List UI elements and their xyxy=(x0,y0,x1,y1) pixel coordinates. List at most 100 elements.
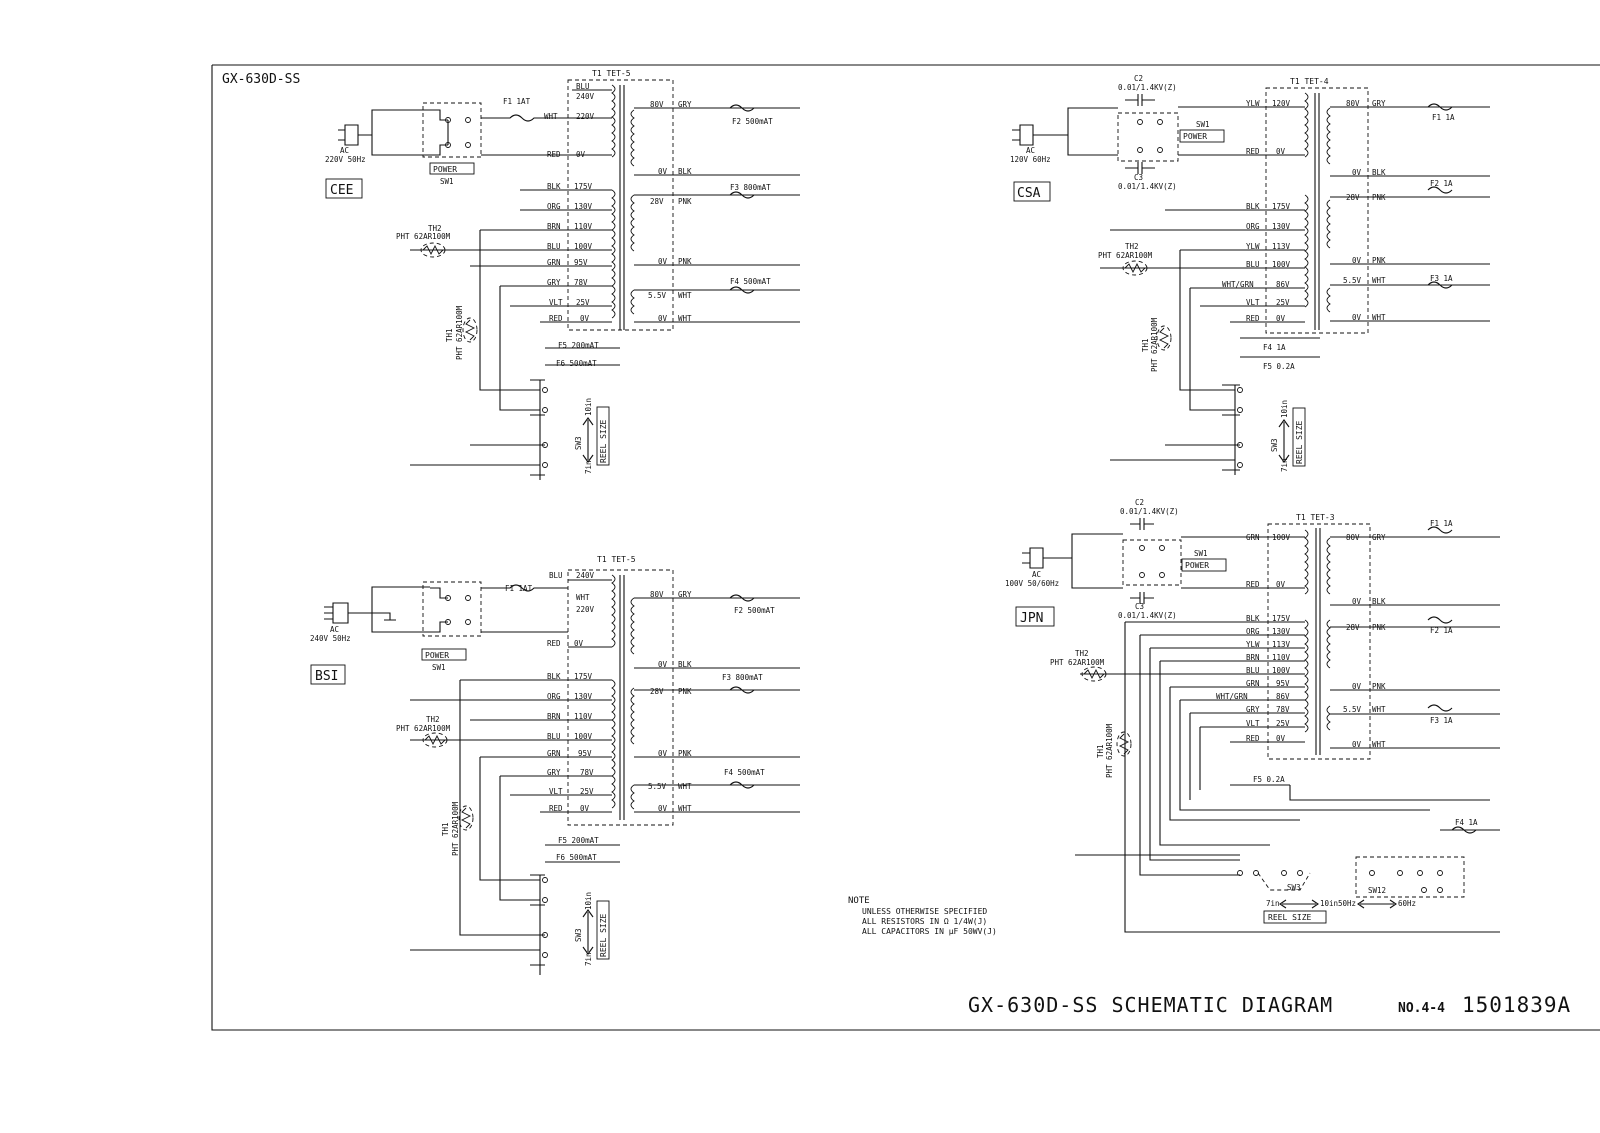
bsi-sec-wire-5: WHT xyxy=(678,804,692,813)
cee-section: AC 220V 50Hz POWER SW1 CEE F1 1AT T1 TET… xyxy=(325,69,800,480)
jpn-tap-volt-3: 110V xyxy=(1272,653,1291,662)
csa-tap-volt-0: 175V xyxy=(1272,202,1291,211)
region-csa: CSA xyxy=(1017,186,1041,201)
sw3-label: SW3 xyxy=(1287,883,1301,892)
bsi-tap-volt-2: 110V xyxy=(574,712,593,721)
cee-top-volt-0: 240V xyxy=(576,92,595,101)
cee-sec-volt-3: 0V xyxy=(658,257,668,266)
cee-sec-wire-0: GRY xyxy=(678,100,692,109)
bsi-fuse-f2: F2 500mAT xyxy=(734,606,775,615)
bsi-tap-wire-3: BLU xyxy=(547,732,561,741)
cee-tap-wire-1: ORG xyxy=(547,202,561,211)
jpn-sec-wire-5: WHT xyxy=(1372,740,1386,749)
ac-rating: 240V 50Hz xyxy=(310,634,351,643)
th1-label: TH1 xyxy=(1141,338,1150,352)
c2-label: C2 xyxy=(1135,498,1144,507)
csa-tap-volt-2: 113V xyxy=(1272,242,1291,251)
header-model: GX-630D-SS xyxy=(222,72,300,87)
reel-7in: 7in xyxy=(1266,899,1280,908)
th2-part: PHT 62AR100M xyxy=(1050,658,1105,667)
bsi-tap-list: BLK 175V ORG 130V BRN 110V BLU 100V GRN … xyxy=(410,672,612,813)
jpn-sec-wire-2: PNK xyxy=(1372,623,1386,632)
c2-value: 0.01/1.4KV(Z) xyxy=(1118,83,1177,92)
cee-top-wire-2: RED xyxy=(547,150,561,159)
cee-tap-volt-5: 78V xyxy=(574,278,588,287)
ac-label: AC xyxy=(1032,570,1041,579)
bsi-sec-volt-0: 80V xyxy=(650,590,664,599)
cee-tap-wire-3: BLU xyxy=(547,242,561,251)
cee-tap-wire-0: BLK xyxy=(547,182,561,191)
csa-tap-wire-5: VLT xyxy=(1246,298,1260,307)
ac-label: AC xyxy=(340,146,349,155)
bsi-tap-wire-5: GRY xyxy=(547,768,561,777)
power-label: POWER xyxy=(1183,132,1207,141)
th1-part: PHT 62AR100M xyxy=(451,801,460,856)
cee-sec-volt-4: 5.5V xyxy=(648,291,667,300)
jpn-section: AC 100V 50/60Hz C2 0.01/1.4KV(Z) C3 0.01… xyxy=(1005,498,1500,933)
jpn-tap-wire-0: BLK xyxy=(1246,614,1260,623)
bsi-tap-wire-6: VLT xyxy=(549,787,563,796)
cee-tap-volt-3: 100V xyxy=(574,242,593,251)
bsi-tap-wire-2: BRN xyxy=(547,712,561,721)
c3-value: 0.01/1.4KV(Z) xyxy=(1118,182,1177,191)
csa-top-wire-1: RED xyxy=(1246,147,1260,156)
power-label: POWER xyxy=(433,165,457,174)
cee-sec-wire-2: PNK xyxy=(678,197,692,206)
jpn-tap-volt-7: 78V xyxy=(1276,705,1290,714)
cee-top-volt-1: 220V xyxy=(576,112,595,121)
jpn-tap-wire-4: BLU xyxy=(1246,666,1260,675)
csa-tap-volt-6: 0V xyxy=(1276,314,1286,323)
cee-tap-volt-0: 175V xyxy=(574,182,593,191)
csa-tap-volt-1: 130V xyxy=(1272,222,1291,231)
jpn-sec-wire-1: BLK xyxy=(1372,597,1386,606)
note-line-1: ALL RESISTORS IN Ω 1/4W(J) xyxy=(862,917,987,926)
jpn-tap-wire-7: GRY xyxy=(1246,705,1260,714)
reel-10in: 10in xyxy=(1280,400,1289,418)
csa-fuse-f3: F3 1A xyxy=(1430,274,1453,283)
th2-label: TH2 xyxy=(426,715,440,724)
jpn-tap-volt-1: 130V xyxy=(1272,627,1291,636)
jpn-top-wire-0: GRN xyxy=(1246,533,1260,542)
jpn-fuse-f5: F5 0.2A xyxy=(1253,775,1285,784)
csa-sec-volt-1: 0V xyxy=(1352,168,1362,177)
th1-part: PHT 62AR100M xyxy=(1105,723,1114,778)
power-switch-sw1 xyxy=(1117,112,1179,162)
bsi-tap-wire-7: RED xyxy=(549,804,563,813)
th1-thermistor xyxy=(1116,731,1132,757)
bsi-sec-volt-2: 28V xyxy=(650,687,664,696)
note-block: NOTE UNLESS OTHERWISE SPECIFIED ALL RESI… xyxy=(848,896,997,936)
csa-tap-list: BLK 175V ORG 130V YLW 113V BLU 100V WHT/… xyxy=(1100,202,1305,323)
jpn-fuse-f3: F3 1A xyxy=(1430,716,1453,725)
bsi-sec-volt-4: 5.5V xyxy=(648,782,667,791)
th2-part: PHT 62AR100M xyxy=(1098,251,1153,260)
csa-sec-wire-0: GRY xyxy=(1372,99,1386,108)
csa-section: AC 120V 60Hz C2 0.01/1.4KV(Z) C3 0.01/1.… xyxy=(1010,74,1490,475)
jpn-sec-wire-3: PNK xyxy=(1372,682,1386,691)
cee-fuse-f5: F5 200mAT xyxy=(558,341,599,350)
bsi-top-volt-0: 240V xyxy=(576,571,595,580)
note-heading: NOTE xyxy=(848,896,870,906)
bsi-sec-wire-2: PNK xyxy=(678,687,692,696)
reel-size-switch-sw3 xyxy=(1237,870,1311,891)
bsi-sec-wire-1: BLK xyxy=(678,660,692,669)
th2-label: TH2 xyxy=(1075,649,1089,658)
cee-fuse-f2: F2 500mAT xyxy=(732,117,773,126)
csa-tap-volt-5: 25V xyxy=(1276,298,1290,307)
cee-fuse-f6: F6 500mAT xyxy=(556,359,597,368)
reel-7in: 7in xyxy=(584,952,593,966)
note-line-2: ALL CAPACITORS IN µF 50WV(J) xyxy=(862,927,997,936)
bsi-tap-volt-0: 175V xyxy=(574,672,593,681)
region-cee: CEE xyxy=(330,183,353,198)
cee-top-wire-0: BLU xyxy=(576,82,590,91)
reel-size-label: REEL SIZE xyxy=(599,913,608,957)
ac-rating: 220V 50Hz xyxy=(325,155,366,164)
bsi-fuse-f3: F3 800mAT xyxy=(722,673,763,682)
bsi-sec-wire-0: GRY xyxy=(678,590,692,599)
csa-fuse-f4: F4 1A xyxy=(1263,343,1286,352)
bsi-sec-wire-3: PNK xyxy=(678,749,692,758)
bsi-sec-wire-4: WHT xyxy=(678,782,692,791)
bsi-tap-wire-1: ORG xyxy=(547,692,561,701)
th2-thermistor xyxy=(1122,260,1148,276)
c2-label: C2 xyxy=(1134,74,1143,83)
csa-sec-wire-5: WHT xyxy=(1372,313,1386,322)
